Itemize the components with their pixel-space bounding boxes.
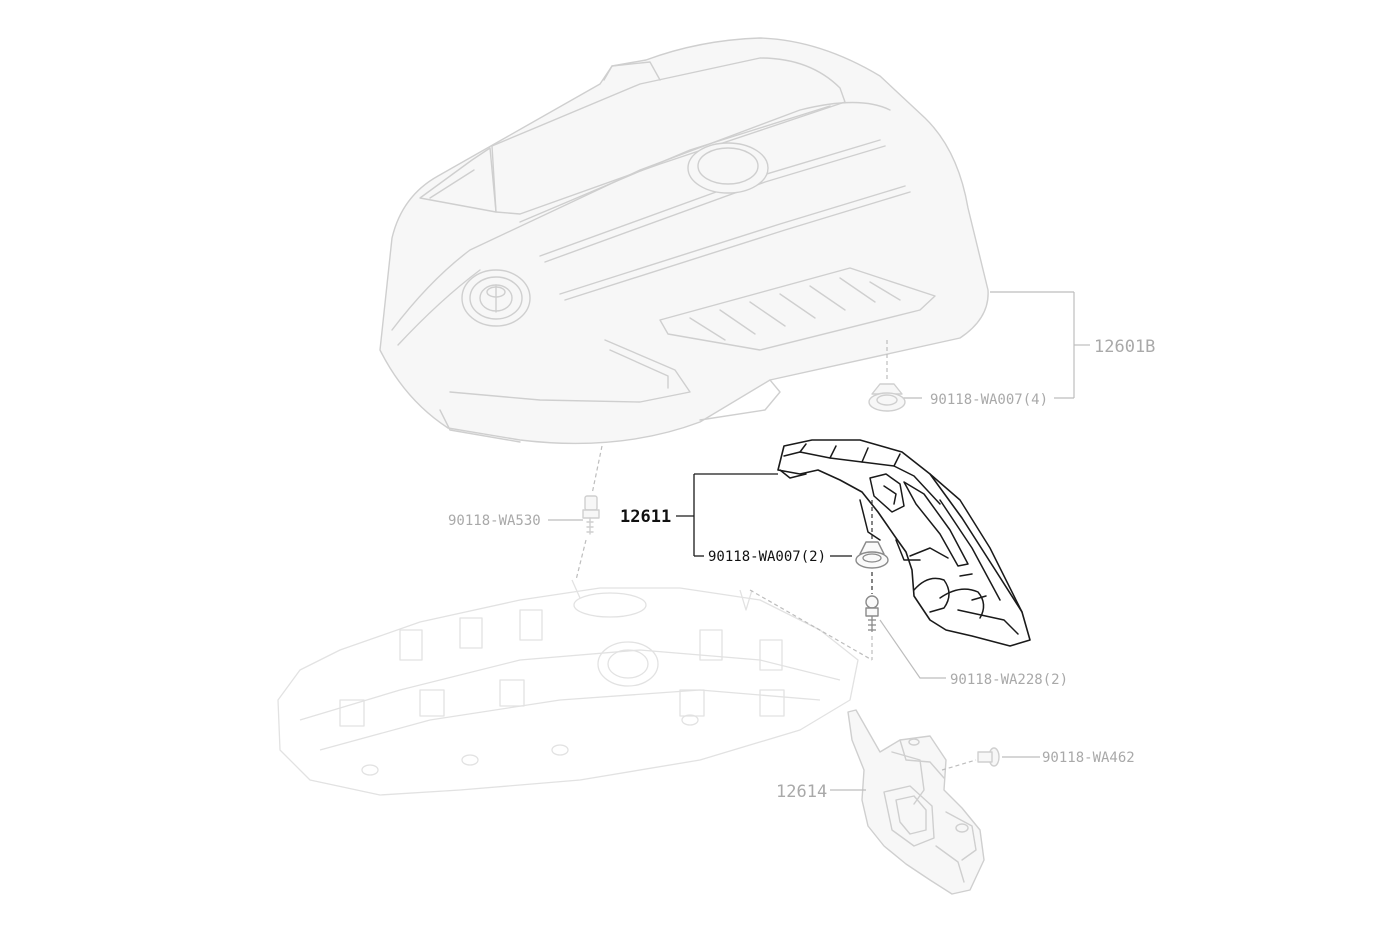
label-12614: 12614 <box>776 782 827 802</box>
label-insulator-clip: 90118-WA007(2) <box>708 549 826 565</box>
label-bracket-bolt: 90118-WA462 <box>1042 750 1135 766</box>
bracket-part <box>847 709 985 895</box>
label-cover-stud: 90118-WA530 <box>448 513 541 529</box>
insulator-leader <box>676 473 852 557</box>
insulator-stud-part <box>749 589 946 679</box>
cylinder-head <box>277 579 859 796</box>
label-cover-clip: 90118-WA007(4) <box>930 392 1048 408</box>
label-12601b: 12601B <box>1094 337 1155 357</box>
insulator-clip-part <box>855 500 889 594</box>
cover-clip-part <box>868 383 906 412</box>
cover-stud-part <box>548 445 603 581</box>
bracket-bolt-part <box>941 747 1040 771</box>
label-insulator-stud: 90118-WA228(2) <box>950 672 1068 688</box>
label-12611: 12611 <box>620 507 671 527</box>
engine-cover <box>379 37 989 445</box>
insulator-part <box>777 439 1031 647</box>
